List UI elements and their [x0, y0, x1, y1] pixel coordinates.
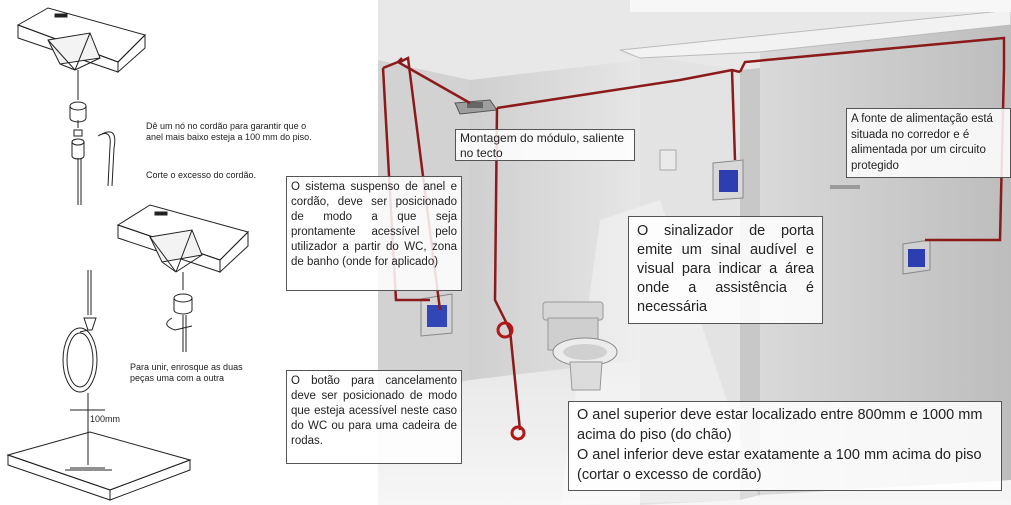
assembly-drawing: [6, 7, 249, 501]
door-signal-lamp: [712, 159, 744, 201]
cable-routing: [381, 36, 1006, 431]
knot-instruction: Dê um nó no cordão para garantir que o a…: [146, 121, 312, 142]
screw-instruction: Para unir, enrosque as duas peças uma co…: [130, 362, 243, 383]
dimension-label: 100mm: [90, 414, 121, 424]
cancel-button-unit: [420, 293, 453, 337]
cancel-button-callout: O botão para cancelamento deve ser posic…: [286, 370, 462, 464]
power-supply-callout: A fonte de alimentação está situada no c…: [846, 108, 1011, 178]
ring-heights-callout: O anel superior deve estar localizado en…: [568, 401, 1002, 491]
door-signal-callout: O sinalizador de porta emite um sinal au…: [628, 216, 823, 324]
power-supply-unit: [902, 239, 931, 275]
ring-system-callout: O sistema suspenso de anel e cordão, dev…: [286, 176, 462, 291]
toilet-illustration: [542, 301, 618, 391]
cut-cord-instruction: Corte o excesso do cordão.: [146, 170, 257, 180]
module-callout: Montagem do módulo, saliente no tecto: [455, 129, 635, 161]
upper-ring: [496, 321, 514, 339]
lower-ring: [510, 425, 526, 441]
